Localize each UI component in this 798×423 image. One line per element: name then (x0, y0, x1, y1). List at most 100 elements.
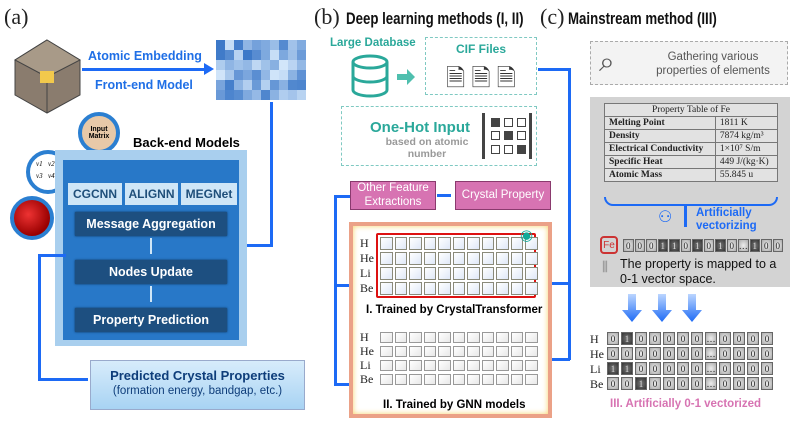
vector-cell: 0 (733, 362, 745, 375)
heatmap-cell (252, 60, 261, 70)
property-value: 1×10⁷ S/m (714, 142, 779, 156)
heatmap-cell (243, 70, 252, 80)
property-name: Density (604, 129, 716, 143)
vector-cell: 0 (649, 362, 661, 375)
heatmap-cell (252, 90, 261, 100)
heatmap-cell (234, 50, 243, 60)
embedding-cell (394, 237, 407, 250)
cif-files-label: CIF Files (455, 42, 506, 56)
heatmap-cell (243, 50, 252, 60)
backend-arrow (245, 244, 273, 247)
heatmap-cell (252, 40, 261, 50)
embedding-cell (394, 332, 407, 343)
vector-cell: 0 (691, 332, 703, 345)
heatmap-cell (216, 60, 225, 70)
fe-vector-cell: 0 (646, 239, 657, 252)
atoms-circle (10, 196, 54, 240)
embedding-cell (438, 252, 451, 265)
panel-a-label: (a) (4, 4, 29, 29)
vector-cell: 0 (663, 347, 675, 360)
file-icon: 🗎 (471, 65, 491, 92)
embedding-cell (481, 332, 494, 343)
embedding-cell (525, 346, 538, 357)
heatmap-cell (288, 50, 297, 60)
vectors-caption: III. Artificially 0-1 vectorized (610, 398, 762, 410)
embedding-cell (394, 267, 407, 280)
heatmap-cell (270, 60, 279, 70)
user-edit-icon: ⚇ (658, 209, 673, 226)
heatmap-cell (216, 40, 225, 50)
vector-cell: 0 (761, 332, 773, 345)
heatmap-cell (252, 50, 261, 60)
embedding-cell (467, 237, 480, 250)
heatmap-cell (225, 80, 234, 90)
node-label: v4 (48, 172, 55, 180)
atomic-embedding-label: Atomic Embedding (88, 49, 202, 63)
embedding-cell (496, 237, 509, 250)
feedback-line-top (334, 195, 350, 198)
one-hot-cell (517, 118, 526, 127)
embedding-cell (380, 332, 393, 343)
vector-cell: 0 (663, 377, 675, 390)
one-hot-matrix-icon (482, 113, 532, 159)
input-matrix-circle: Input Matrix (78, 112, 120, 154)
embedding-heatmap (216, 40, 306, 100)
embedding-cell (409, 346, 422, 357)
brace-icon (604, 197, 778, 206)
element-label: He (360, 344, 374, 358)
embedding-cell (438, 282, 451, 295)
vector-cell: 0 (649, 347, 661, 360)
embedding-cell (423, 252, 436, 265)
front-end-model-label: Front-end Model (95, 78, 193, 92)
gnn-grid (380, 332, 538, 385)
embedding-cell (452, 267, 465, 280)
vector-cell: … (705, 362, 717, 375)
fingerprint-icon: ◉ (520, 227, 534, 244)
heatmap-to-backend-line (270, 102, 273, 247)
fe-vector-cell: 0 (703, 239, 714, 252)
property-value: 449 J/(kg·K) (714, 155, 779, 169)
one-hot-cell (491, 118, 500, 127)
output-line-top (38, 254, 66, 257)
embedding-cell (423, 332, 436, 343)
heatmap-cell (279, 50, 288, 60)
embedding-cell (380, 346, 393, 357)
embedding-cell (438, 237, 451, 250)
element-label: He (590, 347, 604, 361)
heatmap-cell (261, 90, 270, 100)
fe-vector-cell: 0 (634, 239, 645, 252)
predicted-title: Predicted Crystal Properties (110, 368, 285, 383)
fe-symbol: Fe (603, 239, 615, 251)
vector-cell: 0 (621, 347, 633, 360)
embedding-cell (438, 374, 451, 385)
file-icons: 🗎🗎🗎 (426, 61, 536, 102)
predicted-properties-box: Predicted Crystal Properties (formation … (90, 360, 305, 410)
embedding-cell (510, 252, 523, 265)
vector-cell: 0 (719, 377, 731, 390)
vector-cell: 0 (649, 332, 661, 345)
heatmap-cell (225, 40, 234, 50)
heatmap-cell (261, 50, 270, 60)
one-hot-cell (504, 144, 513, 154)
embedding-cell (525, 374, 538, 385)
predicted-subtitle: (formation energy, bandgap, etc.) (112, 385, 283, 397)
panel-c-label: (c) (540, 4, 565, 29)
embedding-cell (496, 282, 509, 295)
embedding-cell (438, 346, 451, 357)
arrow-head-icon (204, 63, 214, 75)
embedding-cell (423, 282, 436, 295)
property-value: 1811 K (714, 116, 779, 130)
property-name: Melting Point (604, 116, 716, 130)
embedding-cell (467, 282, 480, 295)
heatmap-cell (279, 60, 288, 70)
heatmap-cell (297, 50, 306, 60)
embedding-cell (423, 374, 436, 385)
heatmap-cell (270, 90, 279, 100)
one-hot-cell (491, 144, 500, 154)
embedding-cell (481, 346, 494, 357)
embedding-cell (409, 332, 422, 343)
property-value: 55.845 u (714, 168, 779, 182)
